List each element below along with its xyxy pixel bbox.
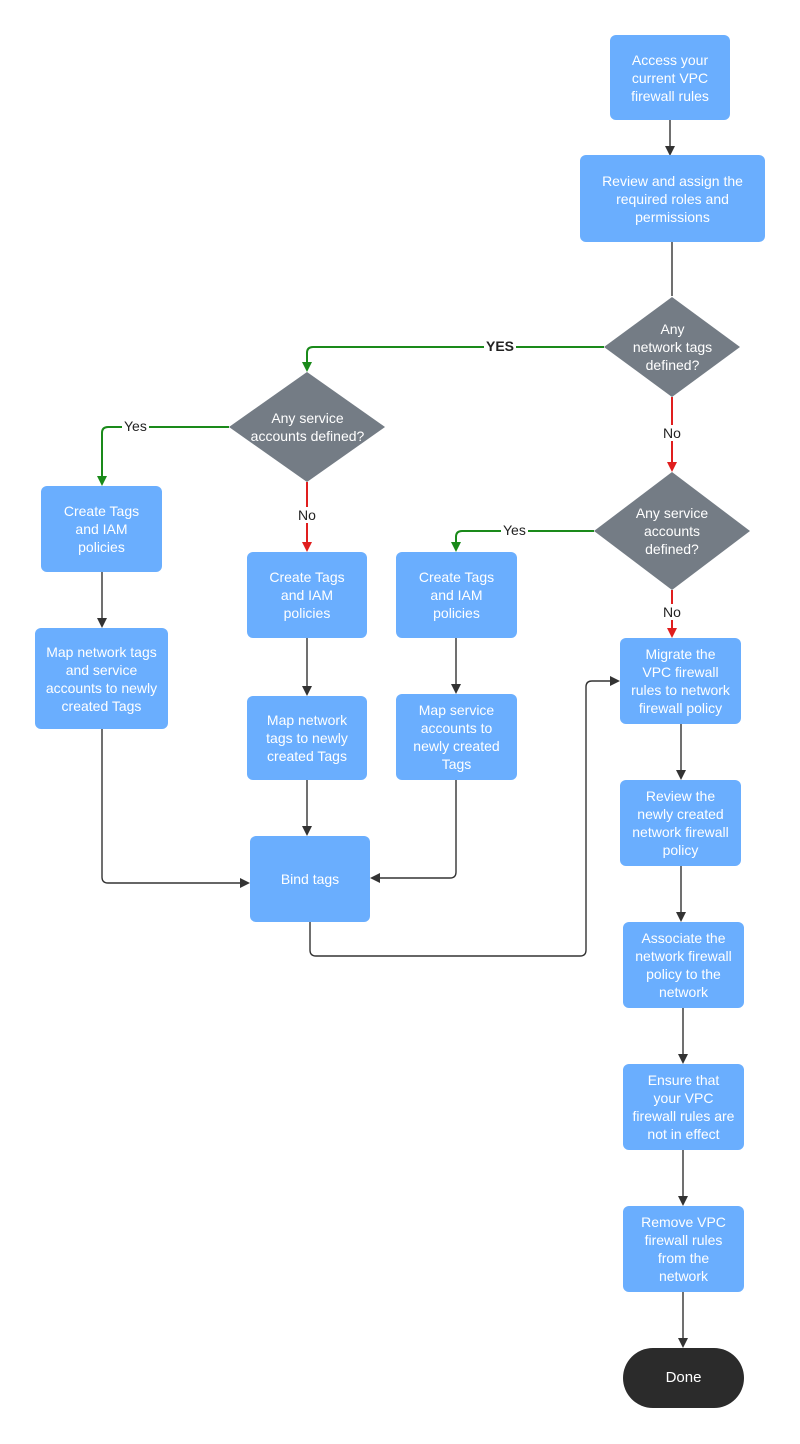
edge-label-no-service-right: No <box>661 604 683 620</box>
edge-bind-to-migrate <box>309 676 620 957</box>
step-map-service-accounts: Map service accounts to newly created Ta… <box>396 694 517 780</box>
decision-network-tags-shape <box>604 297 740 397</box>
step-create-tags-3: Create Tags and IAM policies <box>396 552 517 638</box>
step-create-tags-2: Create Tags and IAM policies <box>247 552 367 638</box>
step-access-firewall-rules: Access your current VPC firewall rules <box>610 35 730 120</box>
edge-label-yes-service-right: Yes <box>501 522 528 538</box>
step-review-roles: Review and assign the required roles and… <box>580 155 765 242</box>
edge-label-yes-service-left: Yes <box>122 418 149 434</box>
step-map-network-tags-and-service-accounts: Map network tags and service accounts to… <box>35 628 168 729</box>
edge-yes-service-left <box>97 426 229 486</box>
edge-map-service-to-bind <box>370 780 457 883</box>
edge-yes-network-tags <box>302 346 604 372</box>
edge-map-both-to-bind <box>101 729 250 888</box>
edge-yes-service-right <box>451 530 594 552</box>
decision-service-accounts-right-label: Any service accounts defined? <box>635 505 709 557</box>
edge-label-yes-network-tags: YES <box>484 338 517 354</box>
edge-label-no-service-left: No <box>296 507 318 523</box>
step-create-tags-1: Create Tags and IAM policies <box>41 486 162 572</box>
edge-label-no-network-tags: No <box>661 425 683 441</box>
decision-network-tags-label: Any network tags defined? <box>632 321 713 373</box>
step-remove-rules: Remove VPC firewall rules from the netwo… <box>623 1206 744 1292</box>
step-migrate-rules: Migrate the VPC firewall rules to networ… <box>620 638 741 724</box>
decision-service-accounts-right-shape <box>594 472 750 590</box>
step-map-network-tags: Map network tags to newly created Tags <box>247 696 367 780</box>
step-review-policy: Review the newly created network firewal… <box>620 780 741 866</box>
decision-service-accounts-left-shape <box>229 372 385 482</box>
decision-service-accounts-left-label: Any service accounts defined? <box>250 410 365 444</box>
step-ensure-rules-not-in-effect: Ensure that your VPC firewall rules are … <box>623 1064 744 1150</box>
step-associate-policy: Associate the network firewall policy to… <box>623 922 744 1008</box>
terminal-done: Done <box>623 1348 744 1408</box>
step-bind-tags: Bind tags <box>250 836 370 922</box>
